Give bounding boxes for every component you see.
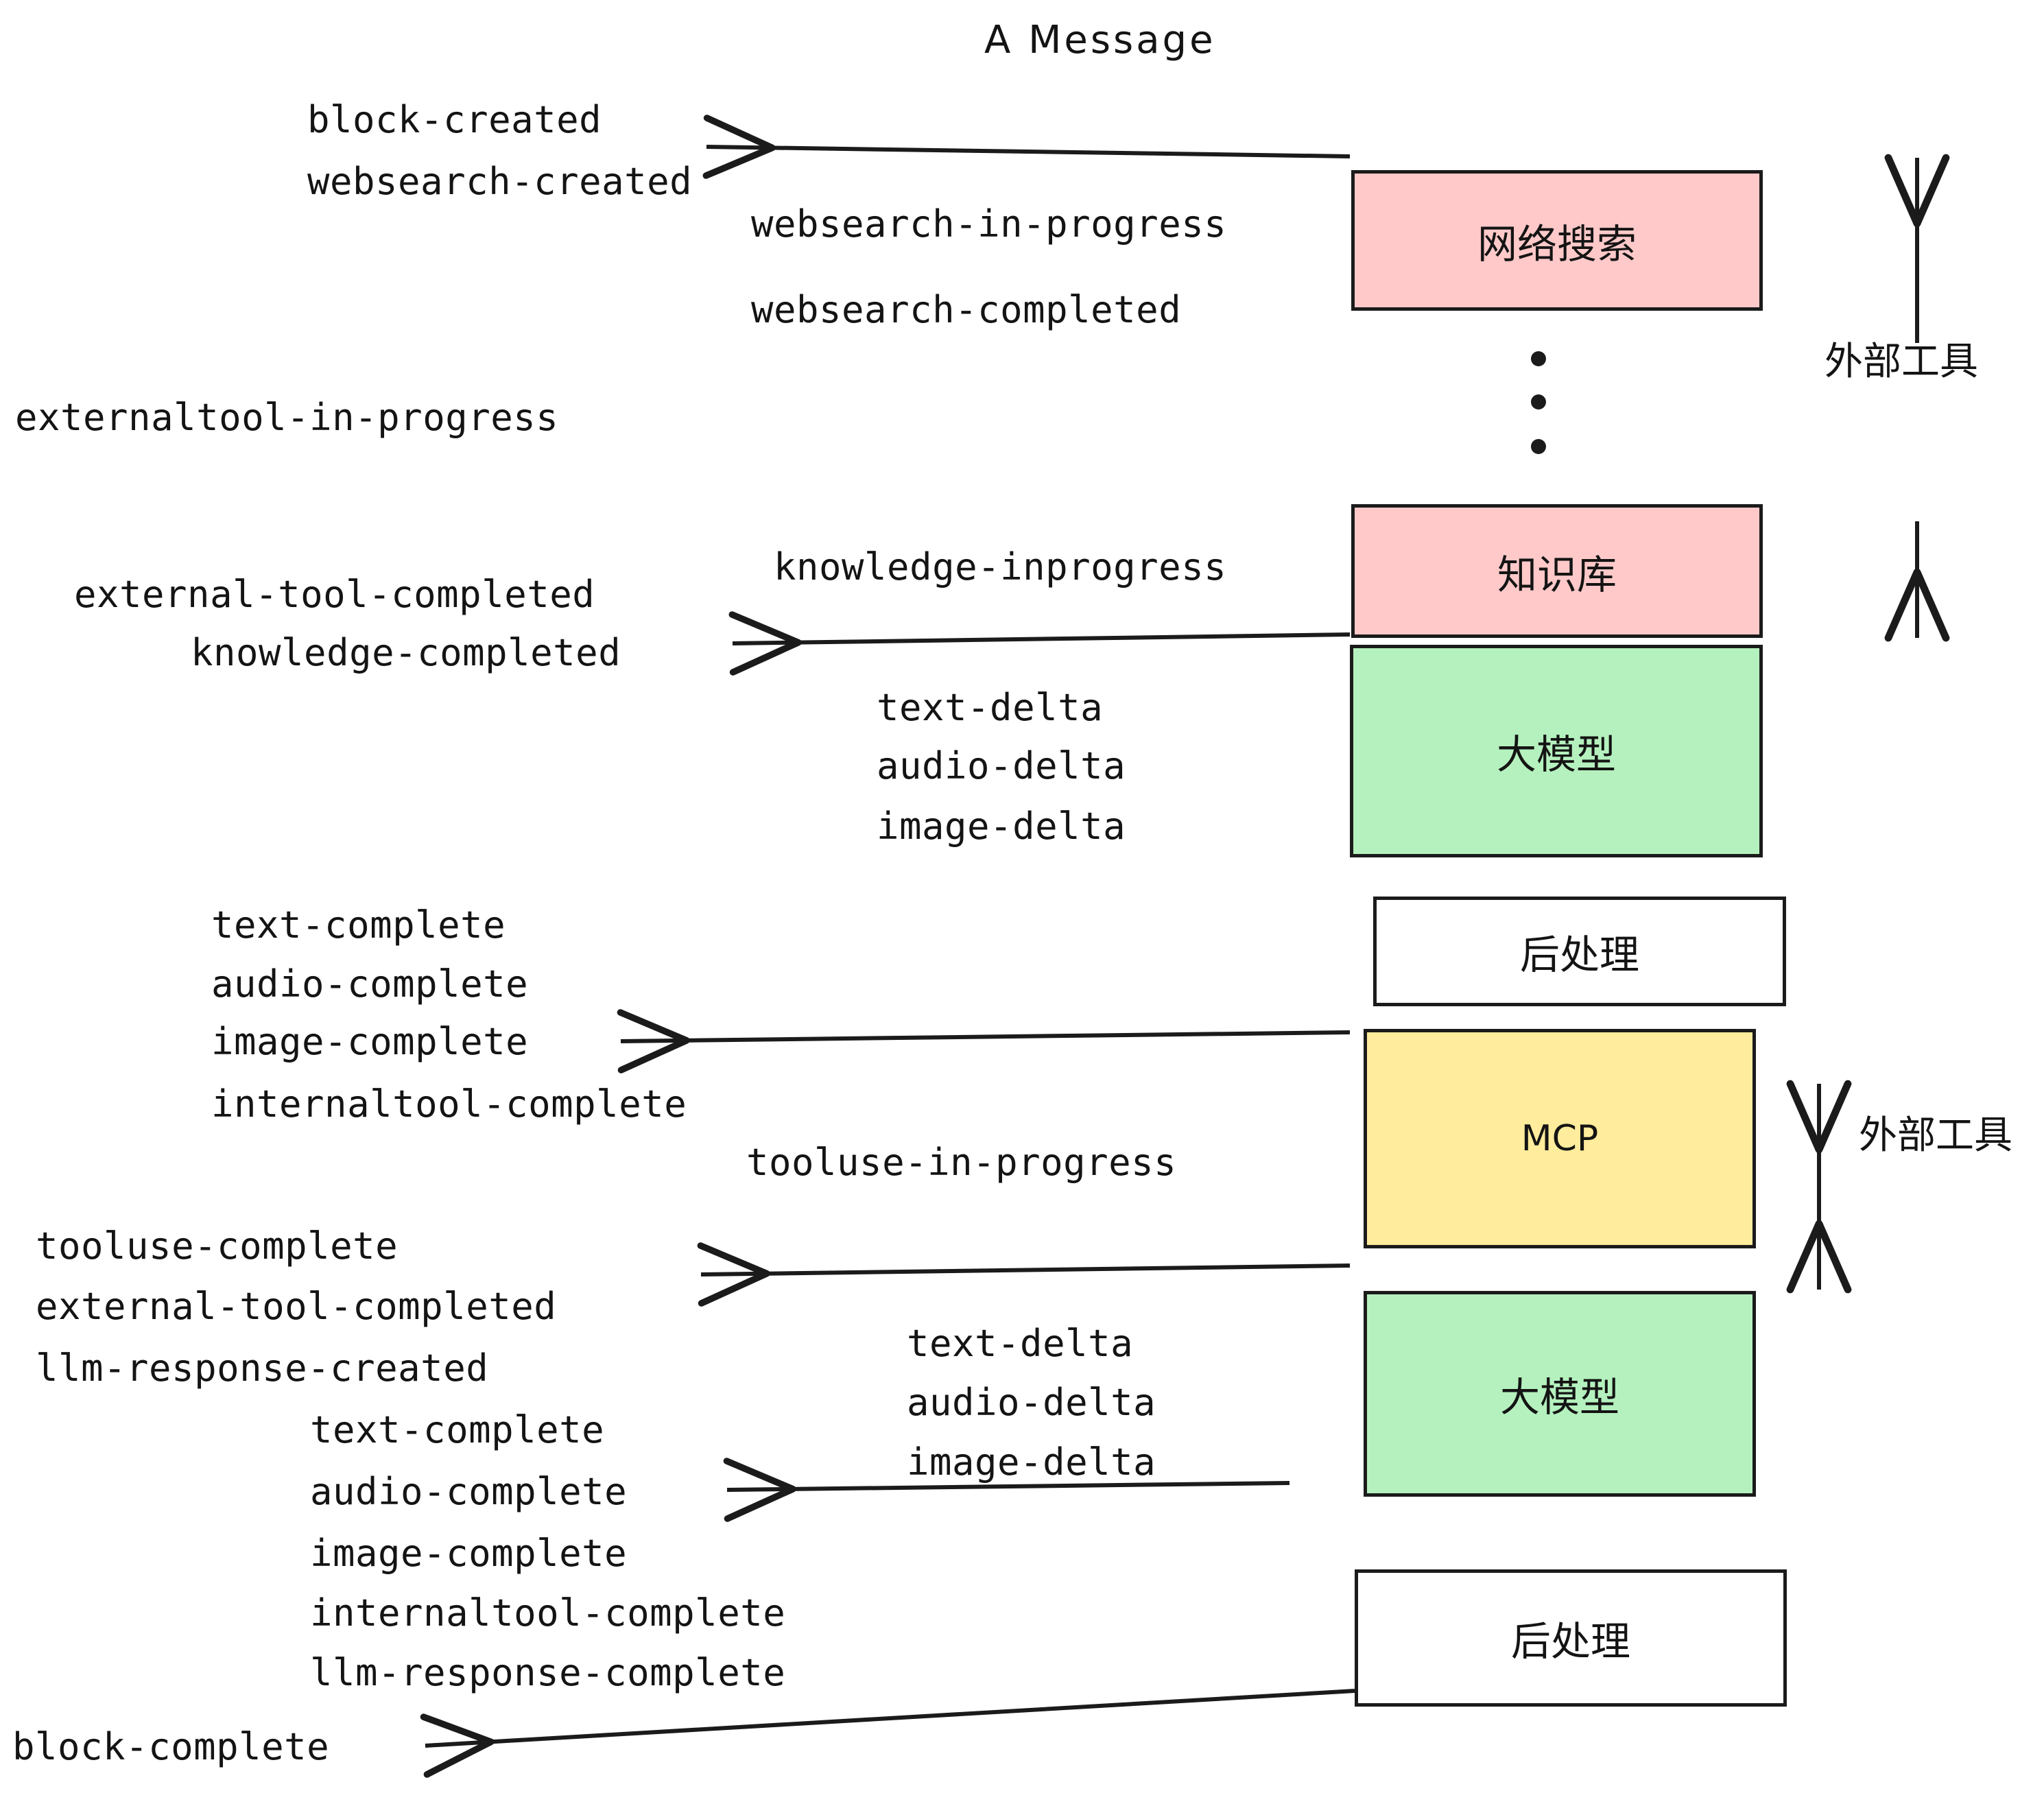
diagram-title: A Message [984, 18, 1216, 62]
event-audio-complete-1: audio-complete [211, 962, 529, 1006]
event-image-delta-1: image-delta [877, 805, 1126, 848]
ellipsis-dot-3 [1531, 439, 1546, 454]
node-llm-lower-label: 大模型 [1499, 1374, 1619, 1421]
event-block-complete: block-complete [12, 1725, 330, 1768]
event-external-tool-completed-2: external-tool-completed [36, 1285, 557, 1328]
node-knowledge-label: 知识库 [1497, 551, 1617, 598]
annotation-external-tool-upper: 外部工具 [1825, 340, 1978, 384]
node-llm-upper[interactable]: 大模型 [1350, 645, 1763, 857]
arrow-audio-complete-2 [723, 1458, 1290, 1522]
event-text-delta-1: text-delta [877, 686, 1104, 729]
event-websearch-created: websearch-created [307, 160, 693, 203]
event-tooluse-complete: tooluse-complete [36, 1224, 399, 1268]
node-postprocess-lower-label: 后处理 [1510, 1618, 1630, 1665]
annotation-external-tool-lower: 外部工具 [1859, 1113, 2012, 1158]
node-llm-lower[interactable]: 大模型 [1364, 1291, 1756, 1497]
arrow-image-complete-1 [617, 1009, 1351, 1073]
event-externaltool-in-progress: externaltool-in-progress [15, 396, 559, 439]
event-websearch-completed: websearch-completed [751, 288, 1182, 331]
arrow-websearch-created [702, 115, 1351, 179]
event-llm-response-created: llm-response-created [36, 1346, 489, 1390]
event-block-created: block-created [307, 98, 602, 141]
node-mcp-label: MCP [1521, 1118, 1599, 1159]
event-audio-delta-2: audio-delta [907, 1381, 1156, 1424]
event-knowledge-completed: knowledge-completed [191, 631, 621, 674]
event-external-tool-completed-1: external-tool-completed [74, 573, 595, 616]
arrow-block-complete [420, 1689, 1355, 1778]
ellipsis-dot-2 [1531, 394, 1546, 410]
node-postprocess-upper[interactable]: 后处理 [1373, 897, 1786, 1006]
event-image-delta-2: image-delta [907, 1440, 1156, 1484]
event-text-delta-2: text-delta [907, 1322, 1134, 1365]
node-knowledge[interactable]: 知识库 [1351, 504, 1763, 638]
event-internaltool-complete-1: internaltool-complete [211, 1082, 687, 1126]
event-websearch-in-progress: websearch-in-progress [751, 202, 1227, 246]
node-postprocess-lower[interactable]: 后处理 [1355, 1569, 1787, 1707]
node-websearch[interactable]: 网络搜索 [1351, 170, 1763, 311]
event-audio-complete-2: audio-complete [310, 1470, 628, 1513]
event-llm-response-complete: llm-response-complete [310, 1651, 786, 1694]
node-mcp[interactable]: MCP [1364, 1029, 1756, 1248]
event-text-complete-2: text-complete [310, 1408, 605, 1451]
event-audio-delta-1: audio-delta [877, 744, 1126, 787]
event-image-complete-1: image-complete [211, 1020, 529, 1063]
event-text-complete-1: text-complete [211, 903, 506, 947]
node-websearch-label: 网络搜索 [1477, 220, 1637, 268]
event-tooluse-in-progress: tooluse-in-progress [746, 1141, 1177, 1184]
ellipsis-dot-1 [1531, 351, 1546, 366]
event-internaltool-complete-2: internaltool-complete [310, 1591, 786, 1635]
arrow-knowledge-completed [728, 611, 1351, 676]
node-llm-upper-label: 大模型 [1496, 731, 1616, 778]
event-image-complete-2: image-complete [310, 1532, 628, 1575]
arrow-tooluse-complete [697, 1242, 1351, 1307]
node-postprocess-upper-label: 后处理 [1519, 931, 1639, 978]
event-knowledge-inprogress: knowledge-inprogress [774, 545, 1227, 589]
